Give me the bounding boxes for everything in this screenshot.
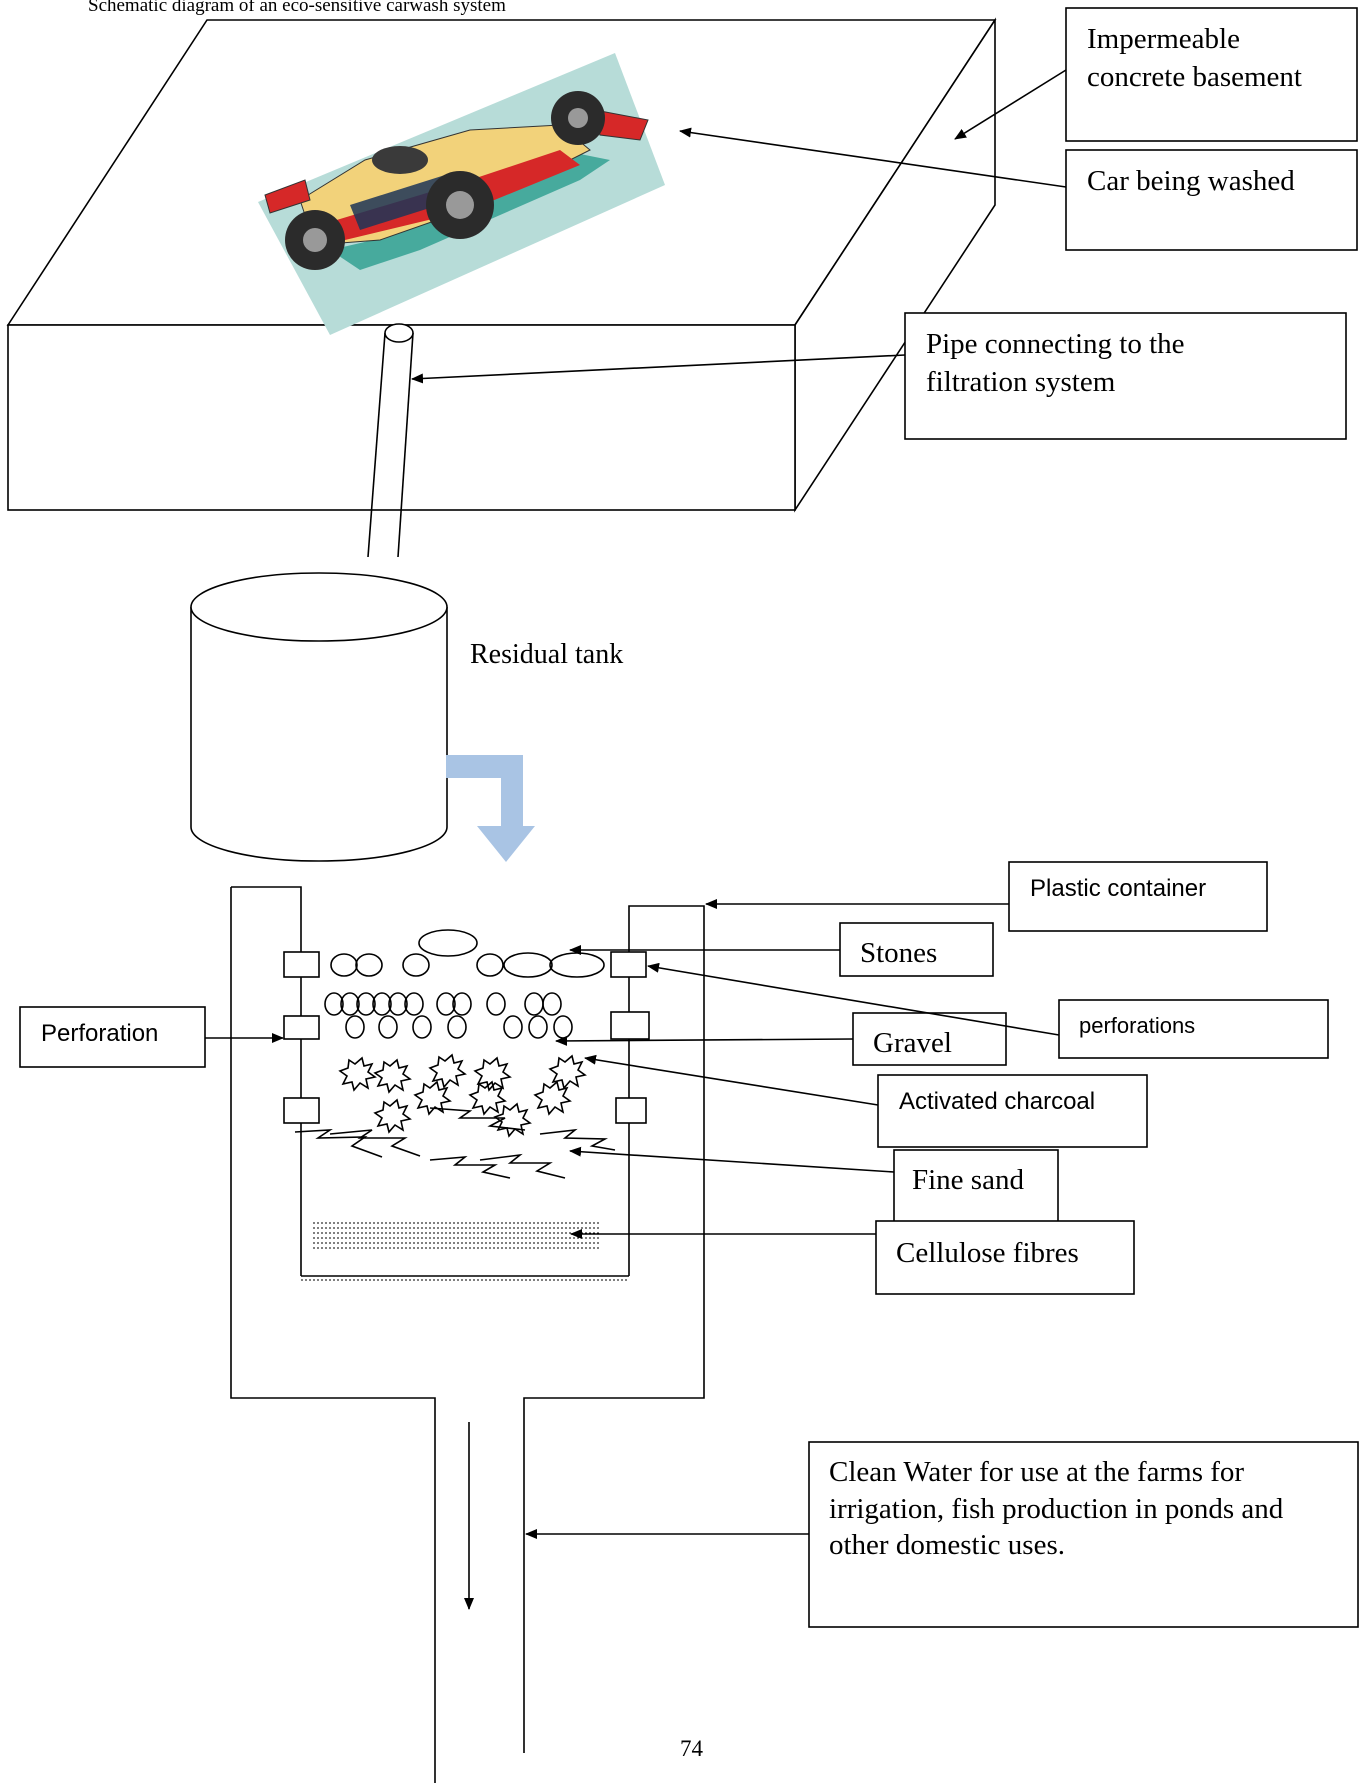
charcoal-label-box [877,1074,1148,1148]
pointer-arrows [205,69,1067,1539]
pipe [367,323,414,558]
residual-tank-label: Residual tank [470,639,623,670]
plastic-container-label: Plastic container [1030,875,1206,902]
page-number: 74 [680,1736,704,1761]
cellulose-layer [313,1222,600,1249]
gravel-label: Gravel [873,1027,952,1059]
plastic-container-label-box [1008,861,1268,932]
charcoal-layer [338,1053,587,1138]
flow-arrow [446,755,535,862]
basement-label: Impermeable concrete basement [1087,23,1302,93]
fine-sand-label-box [893,1149,1059,1224]
gravel-layer [324,992,573,1039]
charcoal-label: Activated charcoal [899,1088,1095,1115]
stones-label: Stones [860,937,937,969]
perforations-label-box [1058,999,1329,1059]
car-label-box [1065,149,1358,251]
stones-layer [330,929,605,978]
pipe-label-box [904,312,1347,440]
concrete-basement [6,17,997,513]
perforation-label: Perforation [41,1020,158,1047]
clean-water-label: Clean Water for use at the farms for irr… [829,1456,1291,1561]
residual-tank [190,572,448,862]
fine-sand-label: Fine sand [912,1164,1024,1196]
diagram-title: Schematic diagram of an eco-sensitive ca… [88,0,506,16]
perforation-squares [283,951,650,1124]
cellulose-label: Cellulose fibres [896,1237,1079,1269]
pipe-label: Pipe connecting to the filtration system [926,328,1192,398]
basement-label-box [1065,7,1358,142]
cellulose-label-box [875,1220,1135,1295]
perforations-label: perforations [1079,1013,1195,1038]
fine-sand-layer [294,1107,616,1179]
car-label: Car being washed [1087,165,1295,197]
race-car-image [258,53,665,335]
perforation-label-box [19,1006,206,1068]
